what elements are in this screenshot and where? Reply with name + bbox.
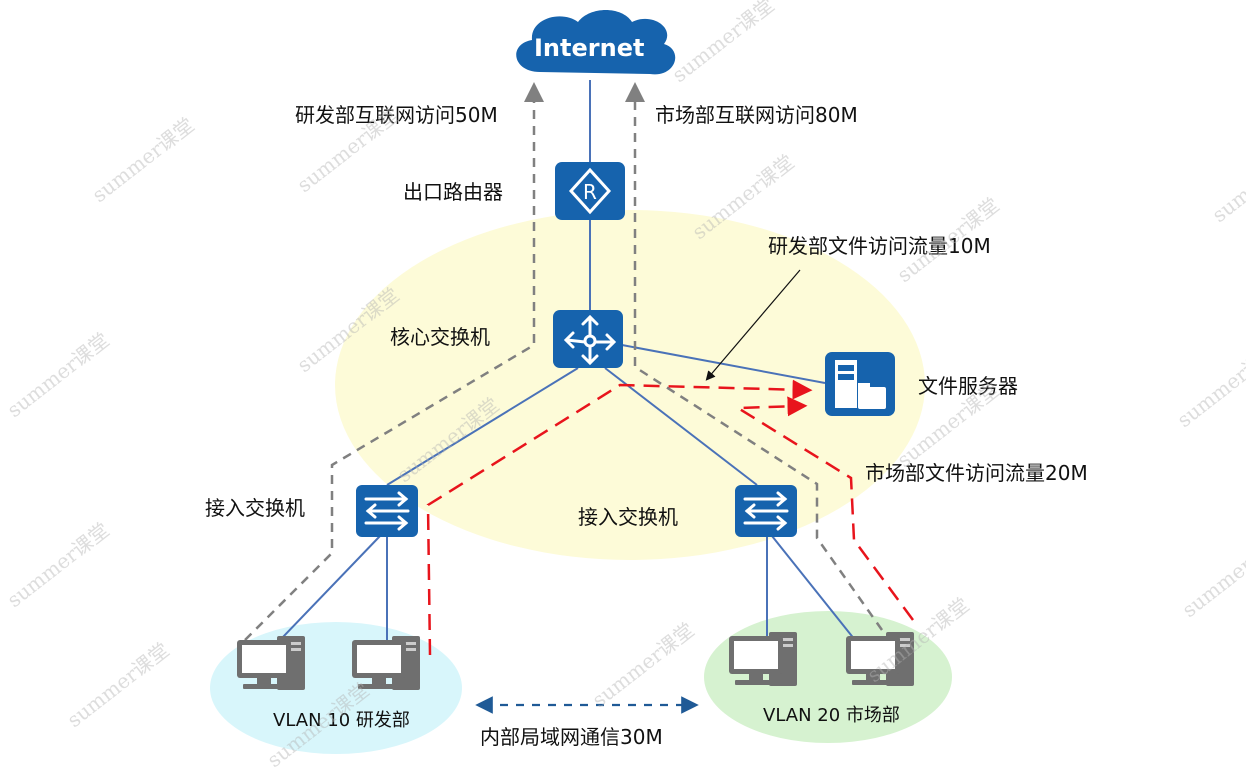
vlan20-label: VLAN 20 市场部: [763, 705, 900, 726]
flow-mkt-file: [733, 396, 915, 621]
pc-icon: [729, 632, 797, 686]
router-icon: R: [555, 162, 625, 220]
pc-icon: [352, 636, 420, 690]
core-switch-label: 核心交换机: [390, 325, 490, 349]
flow-label-rd-file: 研发部文件访问流量10M: [768, 234, 991, 258]
link-accessr-pc2: [771, 535, 856, 641]
core-switch-icon: [553, 310, 623, 368]
access-switch-left-label: 接入交换机: [205, 496, 305, 520]
cloud-icon: [516, 10, 676, 75]
access-switch-right-label: 接入交换机: [578, 505, 678, 529]
pc-icon: [846, 632, 914, 686]
file-flows: [426, 379, 915, 656]
flow-label-mkt-internet: 市场部互联网访问80M: [655, 103, 858, 127]
router-label: 出口路由器: [403, 180, 503, 204]
link-core-access-left: [386, 367, 579, 486]
link-core-access-right: [604, 367, 758, 486]
pc-icon: [237, 636, 305, 690]
access-switch-icon: [356, 485, 418, 537]
link-accessl-pc1: [281, 535, 381, 639]
flow-rd-internet: [244, 82, 544, 641]
flow-rd-file: [426, 379, 813, 656]
internet-label: Internet: [534, 34, 645, 62]
rd-file-annotation-arrow: [705, 269, 801, 381]
flow-label-mkt-file: 市场部文件访问流量20M: [865, 461, 1088, 485]
link-core-server: [621, 344, 826, 384]
flow-label-rd-internet: 研发部互联网访问50M: [295, 103, 498, 127]
file-server-icon: [825, 352, 895, 416]
svg-text:R: R: [583, 180, 597, 204]
vlan10-label: VLAN 10 研发部: [273, 710, 410, 731]
flow-mkt-internet: [625, 82, 884, 631]
access-switch-icon: [735, 485, 797, 537]
physical-links: [281, 80, 856, 641]
file-server-label: 文件服务器: [918, 374, 1018, 398]
internet-flows: [244, 82, 884, 641]
flow-label-lan: 内部局域网通信30M: [480, 725, 663, 749]
